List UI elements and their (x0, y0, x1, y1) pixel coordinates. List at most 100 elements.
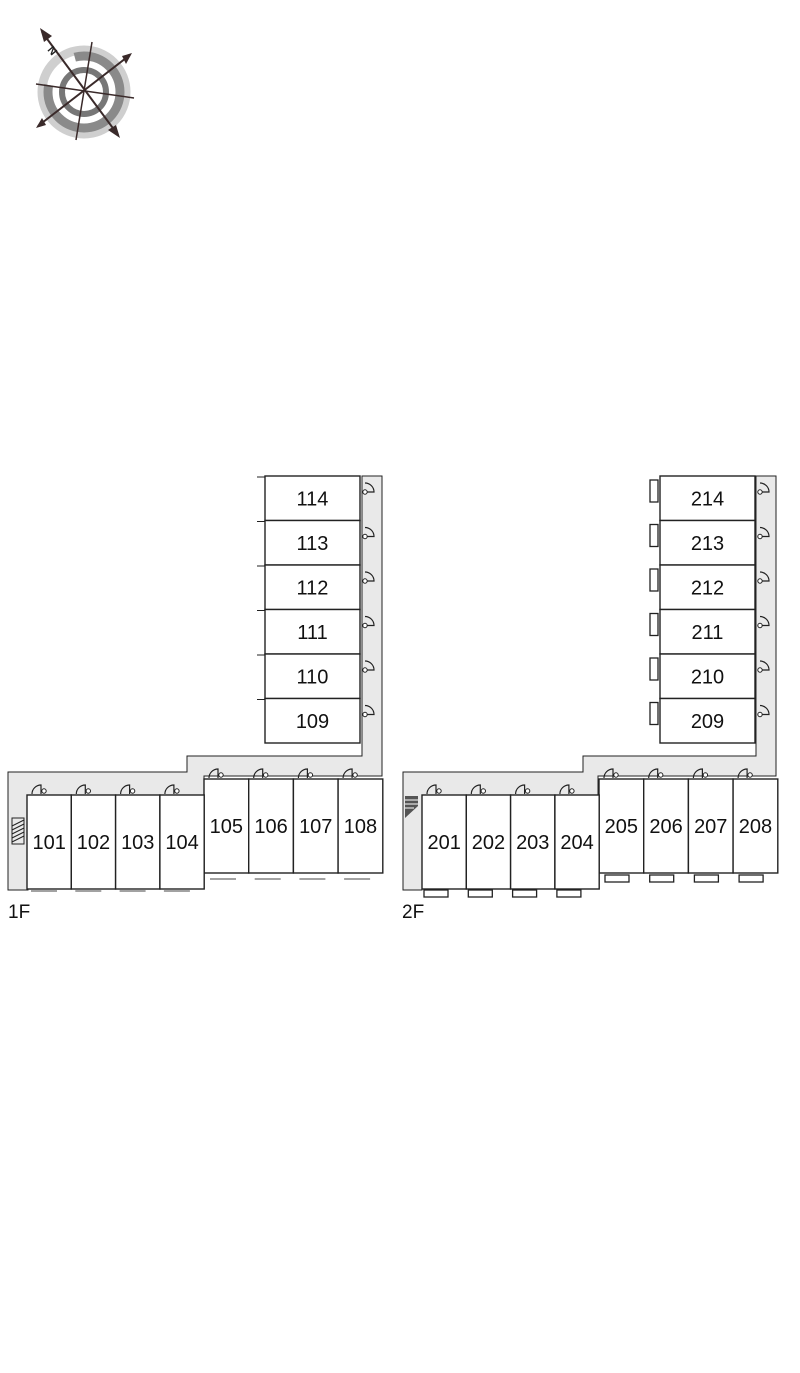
door-icon (364, 482, 375, 493)
door-knob-icon (174, 788, 180, 794)
unit-number: 112 (297, 577, 329, 599)
balcony-icon (649, 523, 659, 548)
door-knob-icon (757, 711, 763, 718)
unit-209: 209 (659, 697, 756, 744)
unit-number: 107 (299, 816, 332, 838)
stairs-icon-2f (405, 796, 418, 818)
unit-number: 113 (297, 533, 329, 555)
unit-number: 207 (694, 816, 727, 838)
door-icon (559, 784, 570, 795)
balcony-icon (649, 568, 659, 592)
unit-number: 204 (560, 832, 593, 854)
balcony-icon (649, 701, 659, 726)
unit-number: 106 (254, 816, 287, 838)
unit-111: 111 (264, 608, 361, 655)
door-knob-icon (218, 772, 224, 778)
unit-outline (26, 794, 72, 890)
unit-214: 214 (659, 475, 756, 522)
unit-outline (659, 475, 756, 522)
door-icon (364, 526, 375, 538)
door-icon (759, 704, 770, 716)
door-icon (208, 768, 219, 779)
unit-202: 202 (465, 794, 512, 890)
unit-number: 213 (691, 533, 724, 555)
door-icon (364, 704, 375, 716)
unit-104: 104 (159, 794, 205, 890)
door-icon (31, 784, 42, 795)
door-icon (759, 482, 770, 493)
unit-outline (659, 697, 756, 744)
unit-103: 103 (114, 794, 161, 890)
unit-213: 213 (659, 519, 756, 566)
unit-114: 114 (264, 475, 361, 522)
door-icon (364, 571, 375, 582)
floor-label-2f: 2F (402, 902, 424, 923)
door-knob-icon (757, 622, 763, 629)
door-knob-icon (85, 788, 92, 794)
door-icon (759, 526, 770, 538)
balcony-icon (693, 874, 720, 883)
balcony-icon (604, 874, 630, 883)
unit-outline (732, 778, 779, 874)
unit-110: 110 (264, 653, 361, 700)
unit-number: 208 (739, 816, 772, 838)
balcony-icon (511, 889, 538, 898)
door-knob-icon (263, 772, 269, 778)
door-icon (515, 784, 526, 795)
unit-201: 201 (421, 794, 467, 890)
door-knob-icon (757, 578, 763, 584)
units-vertical-1f: 114 113 112 111 110 109 (257, 475, 375, 744)
unit-203: 203 (509, 794, 556, 890)
unit-number: 206 (649, 816, 682, 838)
door-knob-icon (41, 788, 47, 794)
unit-outline (554, 794, 600, 890)
door-icon (603, 768, 614, 779)
unit-number: 114 (297, 488, 329, 510)
unit-102: 102 (70, 794, 117, 890)
corridor-2f (402, 475, 777, 891)
unit-number: 103 (121, 832, 154, 854)
unit-outline (643, 778, 690, 874)
unit-number: 212 (691, 577, 724, 599)
door-icon (759, 615, 770, 627)
door-icon (470, 784, 481, 795)
unit-108: 108 (337, 778, 384, 874)
unit-number: 110 (297, 666, 329, 688)
door-icon (75, 784, 86, 795)
door-icon (426, 784, 437, 795)
unit-204: 204 (554, 794, 600, 890)
unit-number: 211 (692, 622, 724, 644)
unit-107: 107 (292, 778, 339, 874)
unit-number: 111 (297, 622, 327, 644)
door-icon (297, 768, 308, 779)
door-knob-icon (436, 788, 442, 794)
unit-outline (292, 778, 339, 874)
unit-208: 208 (732, 778, 779, 874)
door-icon (164, 784, 175, 795)
floor-label-1f: 1F (8, 902, 30, 923)
door-icon (737, 768, 748, 779)
unit-number: 209 (691, 711, 724, 733)
unit-211: 211 (659, 608, 756, 655)
door-knob-icon (569, 788, 575, 794)
unit-outline (264, 519, 361, 566)
unit-outline (264, 653, 361, 700)
unit-outline (465, 794, 512, 890)
balcony-icon (467, 889, 493, 898)
door-icon (648, 768, 659, 779)
door-knob-icon (362, 667, 368, 673)
unit-112: 112 (264, 564, 361, 611)
door-knob-icon (362, 711, 368, 718)
door-knob-icon (658, 772, 664, 778)
unit-number: 214 (691, 488, 724, 510)
unit-106: 106 (247, 778, 295, 874)
unit-number: 101 (32, 832, 65, 854)
door-knob-icon (362, 578, 368, 584)
door-icon (364, 615, 375, 627)
unit-109: 109 (264, 697, 361, 744)
unit-number: 109 (296, 711, 329, 733)
